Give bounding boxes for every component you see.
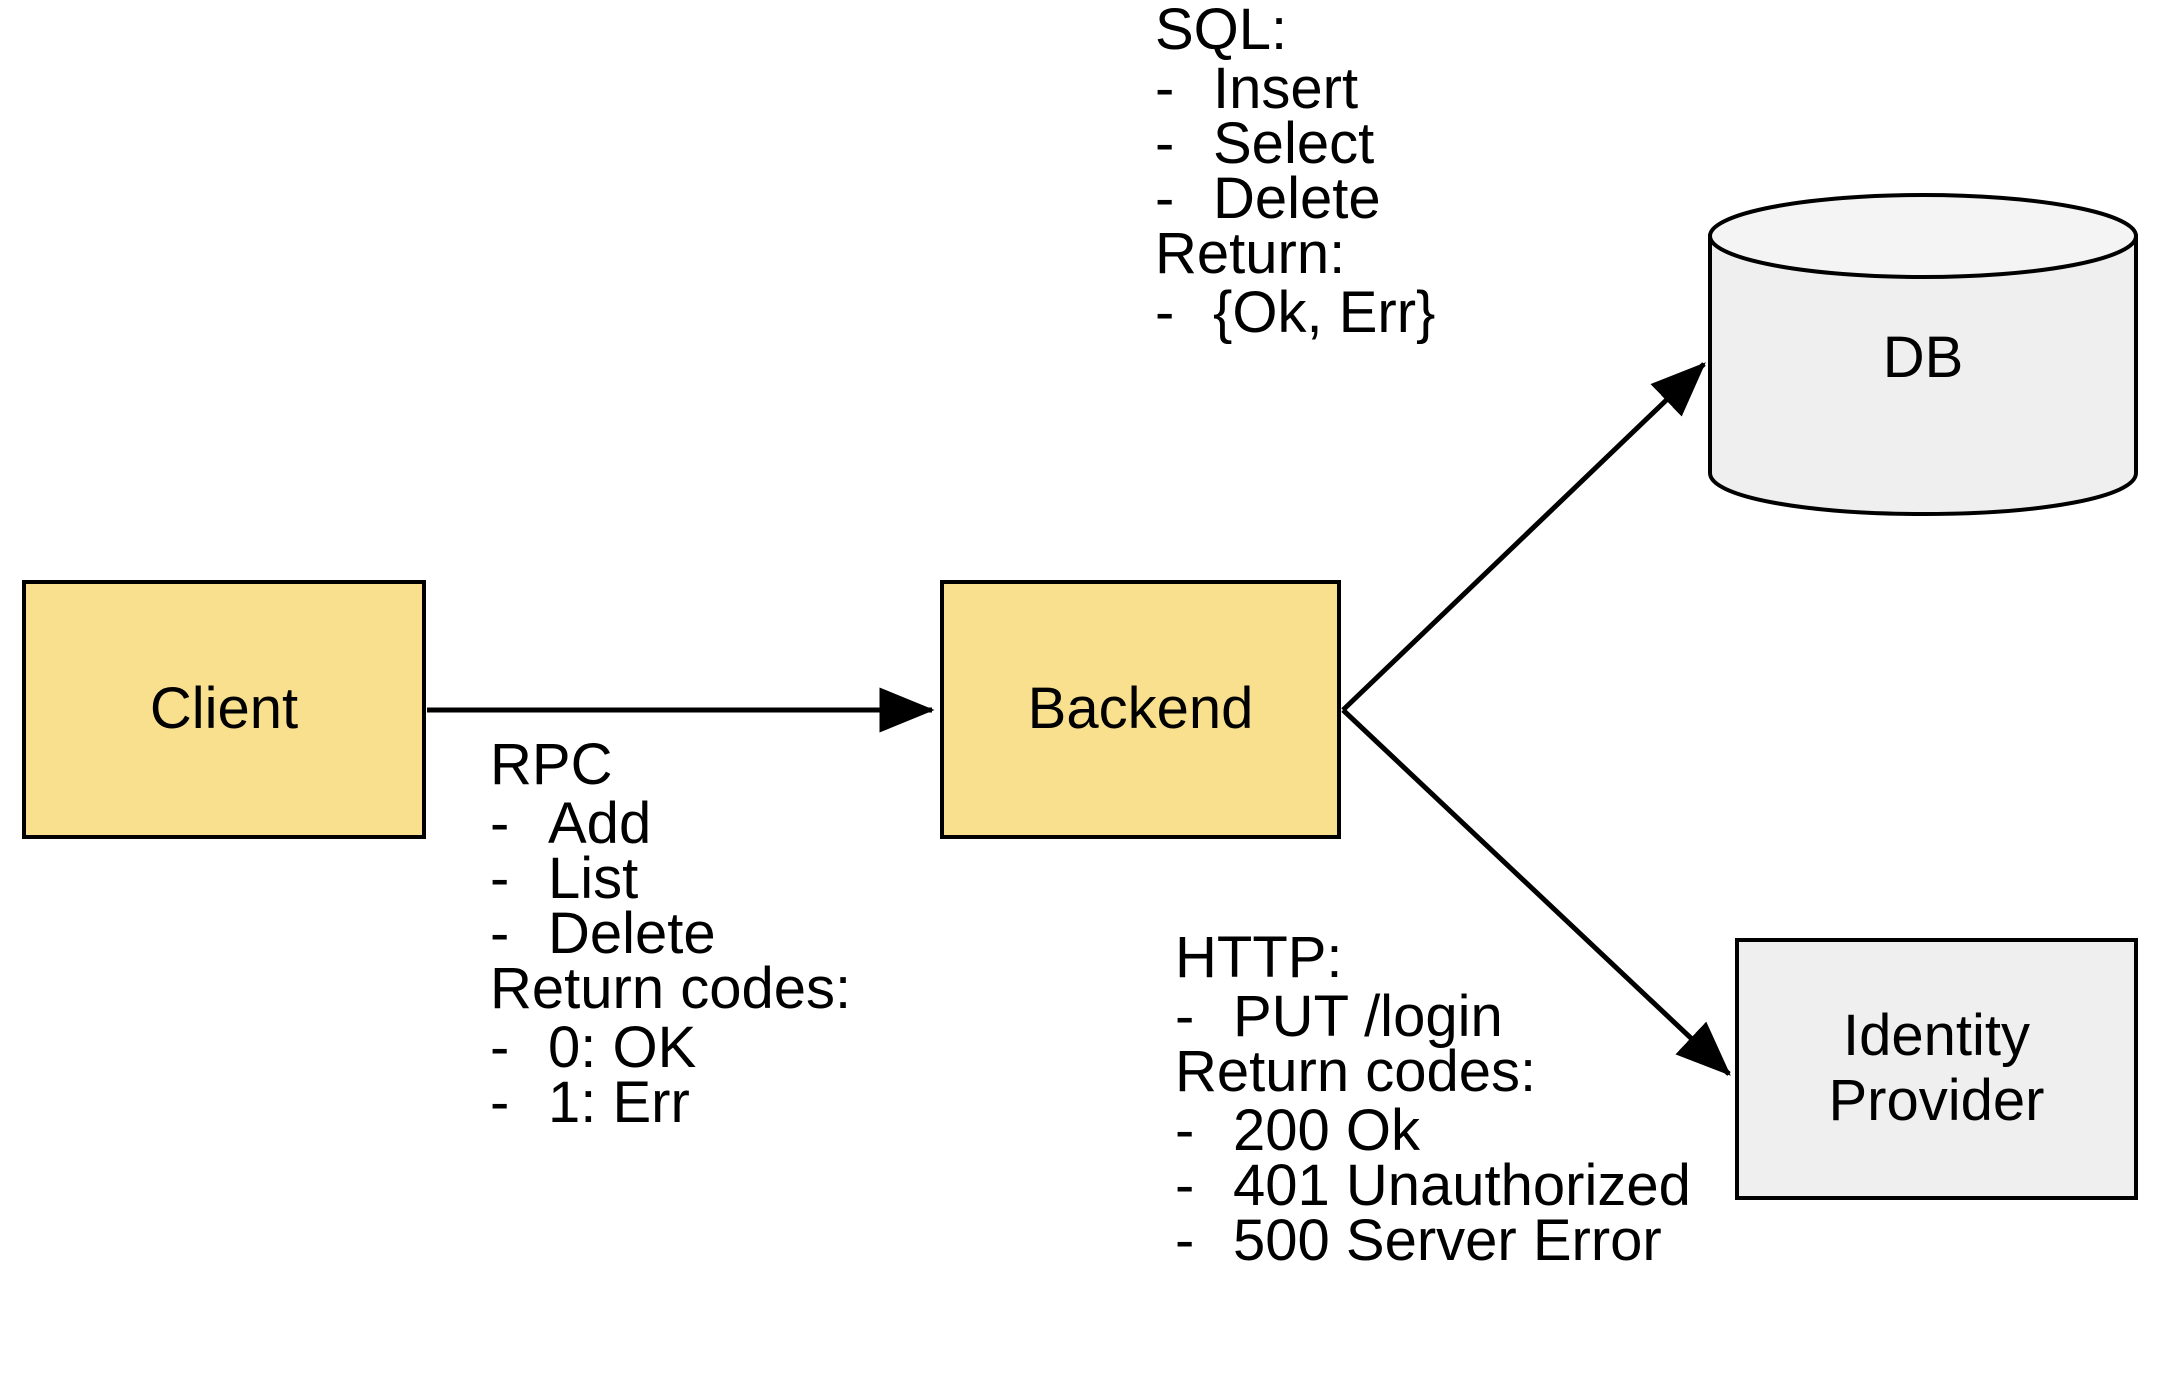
list-item-label: List	[548, 846, 639, 911]
list-item-label: 500 Server Error	[1233, 1208, 1662, 1273]
annotation-rpc-sub-items: -0: OK -1: Err	[490, 1015, 851, 1135]
bullet-dash: -	[1155, 111, 1175, 176]
list-item-label: 200 Ok	[1233, 1098, 1420, 1163]
list-item-label: 0: OK	[548, 1015, 697, 1080]
node-client[interactable]: Client	[22, 580, 426, 839]
bullet-dash: -	[1155, 166, 1175, 231]
bullet-dash: -	[1175, 1098, 1195, 1163]
bullet-dash: -	[1175, 984, 1195, 1049]
annotation-http-subheading: Return codes:	[1175, 1039, 1537, 1104]
bullet-dash: -	[1155, 280, 1175, 345]
annotation-http-heading: HTTP:	[1175, 925, 1343, 990]
list-item: -200 Ok	[1175, 1098, 1691, 1163]
list-item: -List	[490, 846, 851, 911]
list-item-label: 1: Err	[548, 1070, 690, 1135]
list-item: -0: OK	[490, 1015, 851, 1080]
annotation-sql-items: -Insert -Select -Delete	[1155, 56, 1435, 231]
bullet-dash: -	[490, 1070, 510, 1135]
edge-backend-to-db	[1341, 362, 1706, 712]
annotation-sql: SQL: -Insert -Select -Delete Return: -{O…	[1155, 0, 1436, 345]
annotation-rpc-heading: RPC	[490, 732, 613, 797]
node-db-label: DB	[1882, 325, 1964, 390]
list-item: -{Ok, Err}	[1155, 280, 1436, 345]
node-db[interactable]: DB	[1708, 192, 2138, 517]
list-item: -Insert	[1155, 56, 1435, 121]
list-item: -401 Unauthorized	[1175, 1153, 1691, 1218]
list-item: -500 Server Error	[1175, 1208, 1691, 1273]
list-item-label: PUT /login	[1233, 984, 1503, 1049]
annotation-rpc: RPC -Add -List -Delete Return codes: -0:…	[490, 732, 852, 1135]
annotation-sql-sub-items: -{Ok, Err}	[1155, 280, 1436, 345]
list-item-label: {Ok, Err}	[1213, 280, 1436, 345]
node-client-label: Client	[149, 676, 299, 742]
bullet-dash: -	[1155, 56, 1175, 121]
list-item: -Select	[1155, 111, 1435, 176]
list-item-label: Delete	[1213, 166, 1381, 231]
list-item-label: Delete	[548, 901, 716, 966]
list-item: -1: Err	[490, 1070, 851, 1135]
annotation-sql-heading: SQL:	[1155, 0, 1288, 62]
node-identity-provider[interactable]: Identity Provider	[1735, 938, 2138, 1200]
list-item: -Delete	[490, 901, 851, 966]
annotation-http-items: -PUT /login	[1175, 984, 1691, 1049]
list-item: -Delete	[1155, 166, 1435, 231]
list-item: -Add	[490, 791, 851, 856]
bullet-dash: -	[490, 901, 510, 966]
annotation-http: HTTP: -PUT /login Return codes: -200 Ok …	[1175, 925, 1691, 1273]
annotation-http-sub-items: -200 Ok -401 Unauthorized -500 Server Er…	[1175, 1098, 1691, 1273]
list-item-label: Add	[548, 791, 652, 856]
annotation-sql-subheading: Return:	[1155, 221, 1346, 286]
annotation-rpc-subheading: Return codes:	[490, 956, 852, 1021]
list-item: -PUT /login	[1175, 984, 1691, 1049]
cylinder-shape	[1708, 193, 2138, 517]
list-item-label: 401 Unauthorized	[1233, 1153, 1691, 1218]
bullet-dash: -	[490, 791, 510, 856]
bullet-dash: -	[490, 846, 510, 911]
annotation-rpc-items: -Add -List -Delete	[490, 791, 851, 966]
list-item-label: Select	[1213, 111, 1375, 176]
node-identity-provider-label: Identity Provider	[1828, 1003, 2045, 1133]
bullet-dash: -	[490, 1015, 510, 1080]
node-backend-label: Backend	[1027, 676, 1254, 742]
node-backend[interactable]: Backend	[940, 580, 1341, 839]
list-item-label: Insert	[1213, 56, 1359, 121]
bullet-dash: -	[1175, 1153, 1195, 1218]
bullet-dash: -	[1175, 1208, 1195, 1273]
